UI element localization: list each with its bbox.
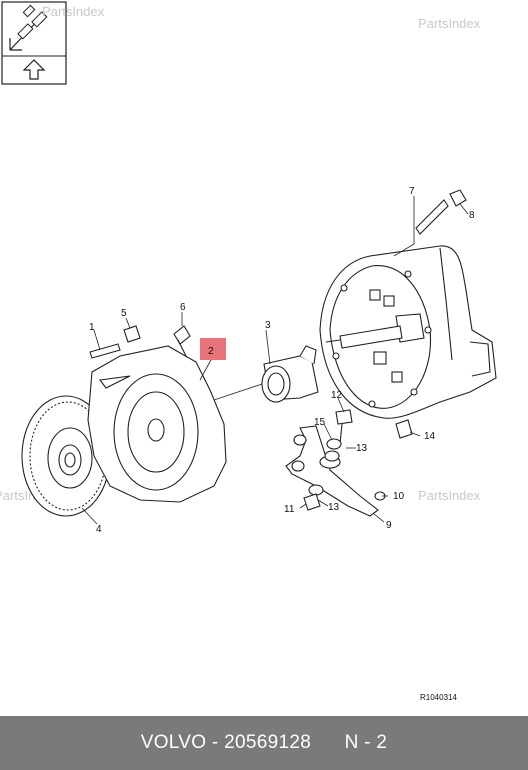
watermark: PartsIndex [418,16,481,31]
watermark: PartsIndex [418,488,481,503]
callout-12[interactable]: 12 [331,390,343,401]
release-fork [285,425,379,517]
footer-separator: - [211,732,219,753]
release-bearing [261,345,319,403]
footer-brand: VOLVO [140,732,207,753]
transmission-housing [319,245,497,419]
exploded-parts-diagram: PartsIndex PartsIndex PartsIndex PartsIn… [0,1,497,702]
callout-4[interactable]: 4 [96,524,102,535]
callout-13[interactable]: 13 [328,502,340,513]
highlight-part-2[interactable] [200,338,226,360]
callout-15[interactable]: 15 [314,417,326,428]
callout-7[interactable]: 7 [409,186,415,197]
footer-bar: VOLVO - 20569128 N - 2 [0,716,528,770]
footer-gap [311,732,344,754]
reference-code: R1040314 [420,693,457,702]
callout-10[interactable]: 10 [393,491,405,502]
callout-1[interactable]: 1 [89,322,95,333]
forward-back-arrows-icon[interactable] [1,1,67,85]
callout-13[interactable]: 13 [356,443,368,454]
fasteners [89,189,467,511]
callout-9[interactable]: 9 [386,520,392,531]
callout-6[interactable]: 6 [180,302,186,313]
callout-2[interactable]: 2 [208,346,214,357]
callout-14[interactable]: 14 [424,431,436,442]
callout-5[interactable]: 5 [121,308,127,319]
footer-part-number: 20569128 [224,732,312,753]
leader-lines [81,196,469,525]
callout-11[interactable]: 11 [284,504,295,515]
footer-position: N - 2 [344,732,388,753]
watermark: PartsIndex [42,4,105,19]
callout-8[interactable]: 8 [469,210,475,221]
pressure-plate [87,345,227,503]
callout-3[interactable]: 3 [265,320,271,331]
